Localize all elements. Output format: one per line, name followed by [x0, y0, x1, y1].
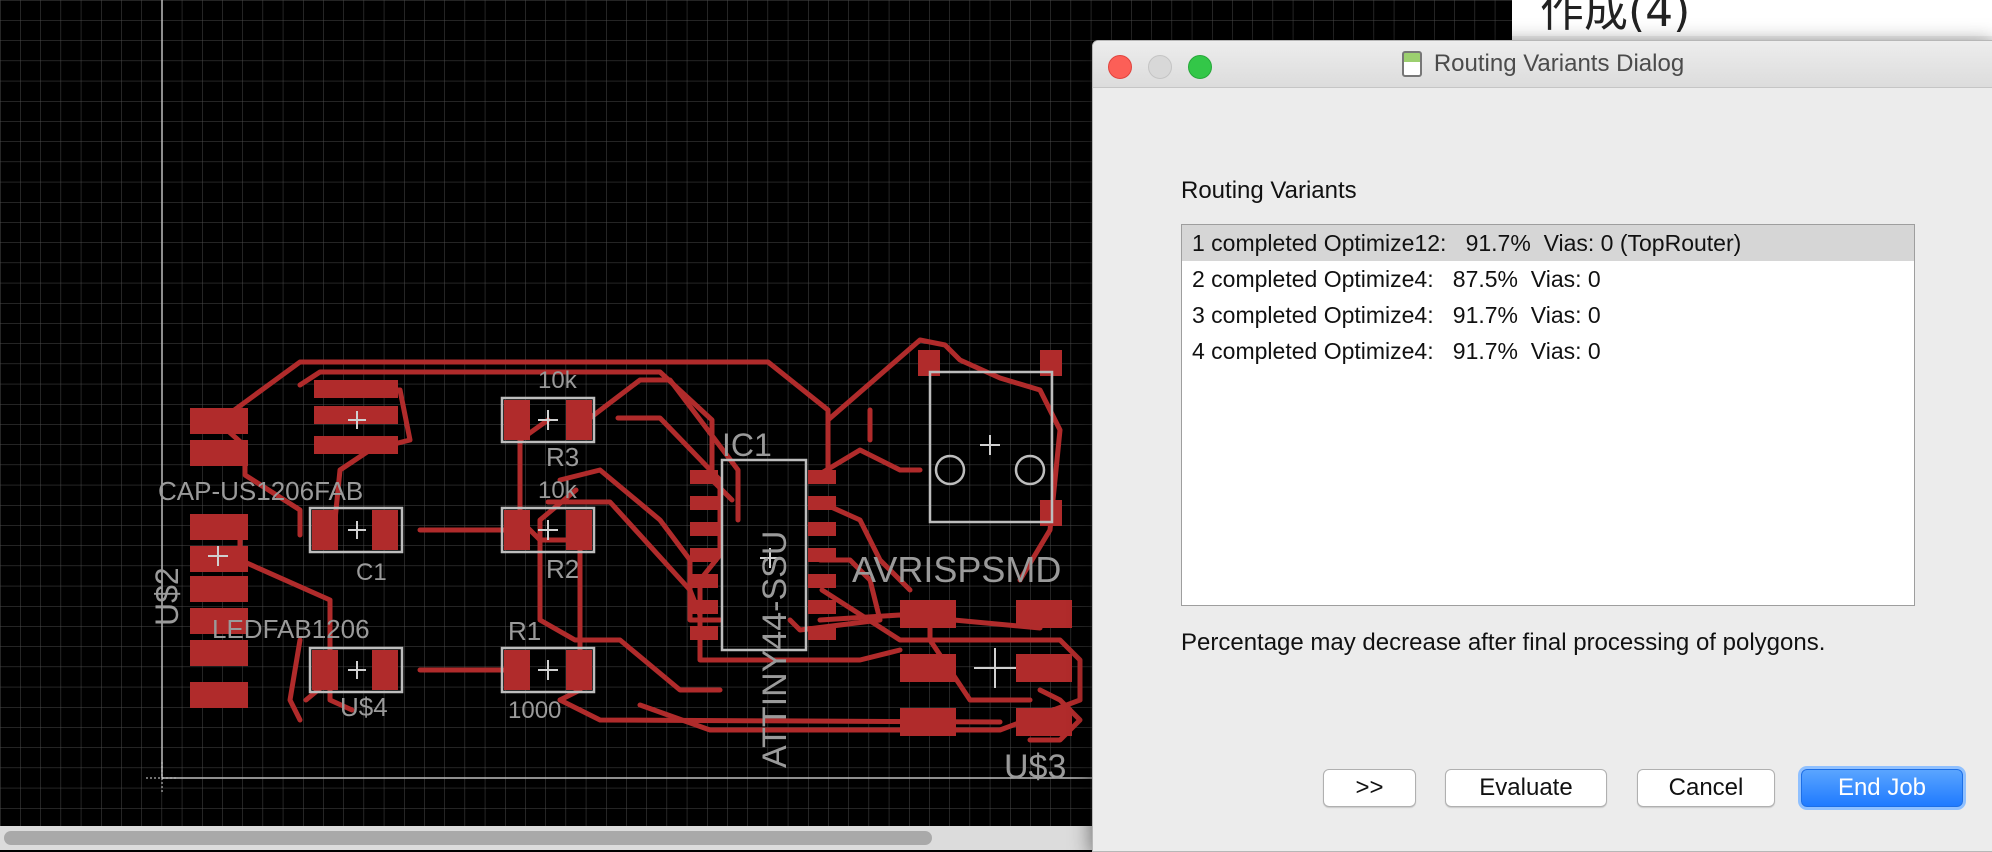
label-r1-value: 1000 [508, 697, 561, 724]
end-job-button[interactable]: End Job [1801, 769, 1963, 807]
zoom-window-button[interactable] [1188, 55, 1212, 79]
cancel-button[interactable]: Cancel [1637, 769, 1775, 807]
background-window-title: 作成(4) [1512, 0, 1992, 36]
label-cap: CAP-US1206FAB [158, 476, 363, 506]
label-r2-value: 10k [538, 477, 578, 504]
copper-pads [190, 350, 1072, 736]
origin-crosses [208, 410, 1016, 688]
close-window-button[interactable] [1108, 55, 1132, 79]
variant-item[interactable]: 3 completed Optimize4: 91.7% Vias: 0 [1192, 302, 1601, 328]
polygon-note: Percentage may decrease after final proc… [1181, 629, 1826, 656]
label-r3-value: 10k [538, 367, 578, 394]
variant-item[interactable]: 2 completed Optimize4: 87.5% Vias: 0 [1192, 266, 1601, 292]
label-led: LEDFAB1206 [212, 614, 370, 644]
component-outlines [308, 370, 1054, 694]
label-us3: U$3 [1004, 748, 1066, 786]
dialog-titlebar[interactable]: Routing Variants Dialog [1093, 41, 1992, 88]
label-attiny: ATTINY44-SSU [756, 531, 794, 768]
horizontal-scrollbar[interactable] [0, 826, 1095, 850]
routing-variants-dialog: Routing Variants Dialog Routing Variants… [1092, 40, 1992, 852]
variant-item[interactable]: 1 completed Optimize12: 91.7% Vias: 0 (T… [1182, 225, 1914, 261]
dialog-title: Routing Variants Dialog [1433, 50, 1685, 77]
evaluate-button[interactable]: Evaluate [1445, 769, 1607, 807]
minimize-window-button[interactable] [1148, 55, 1172, 79]
label-ic1: IC1 [722, 427, 772, 463]
label-r3: R3 [546, 442, 579, 472]
label-c1: C1 [356, 559, 387, 586]
eagle-app-icon [1401, 51, 1422, 77]
label-avrisp: AVRISPSMD [852, 549, 1061, 590]
label-r1: R1 [508, 616, 541, 646]
label-r2: R2 [546, 554, 579, 584]
scrollbar-thumb[interactable] [4, 831, 932, 845]
label-us2: U$2 [149, 567, 185, 626]
variant-item[interactable]: 4 completed Optimize4: 91.7% Vias: 0 [1192, 338, 1601, 364]
next-variant-button[interactable]: >> [1323, 769, 1416, 807]
routing-variants-label: Routing Variants [1181, 177, 1357, 204]
routing-variants-list[interactable]: 1 completed Optimize12: 91.7% Vias: 0 (T… [1181, 224, 1915, 606]
label-us4: U$4 [340, 692, 388, 722]
